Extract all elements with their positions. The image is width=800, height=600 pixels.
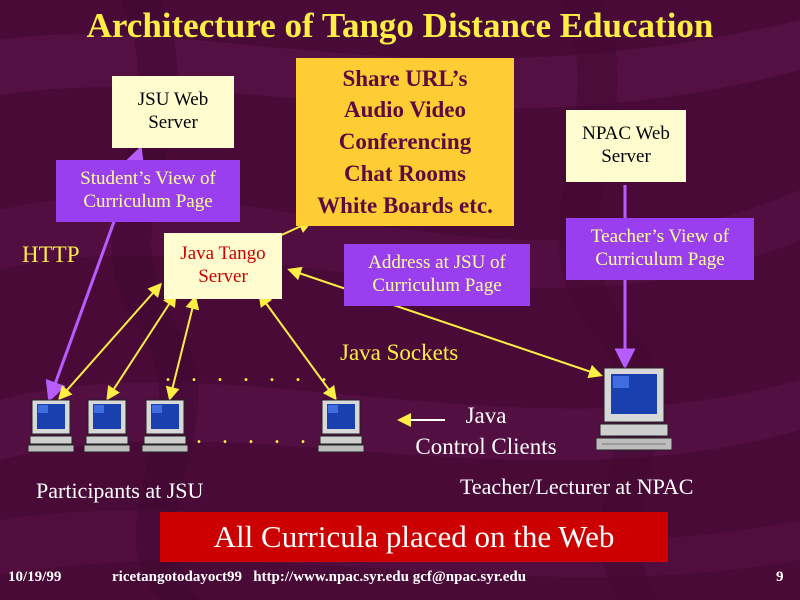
npac-web-server-box: NPAC Web Server (566, 110, 686, 182)
participant-computer-4 (318, 399, 364, 453)
slide-title: Architecture of Tango Distance Education (86, 6, 714, 45)
participant-computer-1 (28, 399, 74, 453)
jsu-web-server-box: JSU Web Server (112, 76, 234, 148)
teacher-computer (596, 367, 672, 451)
http-label: HTTP (22, 242, 80, 267)
participant-computer-3 (142, 399, 188, 453)
dots-upper: . . . . . . . (165, 361, 334, 387)
footer-page-number: 9 (776, 569, 784, 585)
teacher-label: Teacher/Lecturer at NPAC (460, 474, 694, 499)
java-tango-server-box: Java Tango Server (164, 233, 282, 299)
java-sockets-label: Java Sockets (340, 340, 459, 365)
tango-to-teacher-arrow (287, 266, 603, 379)
footer-center: ricetangotodayoct99 http://www.npac.syr.… (112, 569, 527, 585)
participants-label: Participants at JSU (36, 478, 204, 503)
address-jsu-box: Address at JSU of Curriculum Page (344, 244, 530, 306)
teachers-view-box: Teacher’s View of Curriculum Page (566, 218, 754, 280)
tango-to-client3-arrow (165, 295, 200, 401)
curricula-banner: All Curricula placed on the Web (160, 512, 668, 562)
share-features-box: Share URL’s Audio Video Conferencing Cha… (296, 58, 514, 226)
students-view-box: Student’s View of Curriculum Page (56, 160, 240, 222)
footer-date: 10/19/99 (8, 569, 62, 585)
participant-computer-2 (84, 399, 130, 453)
tango-to-client2-arrow (106, 292, 177, 401)
java-control-clients-label: Java Control Clients (415, 403, 557, 460)
